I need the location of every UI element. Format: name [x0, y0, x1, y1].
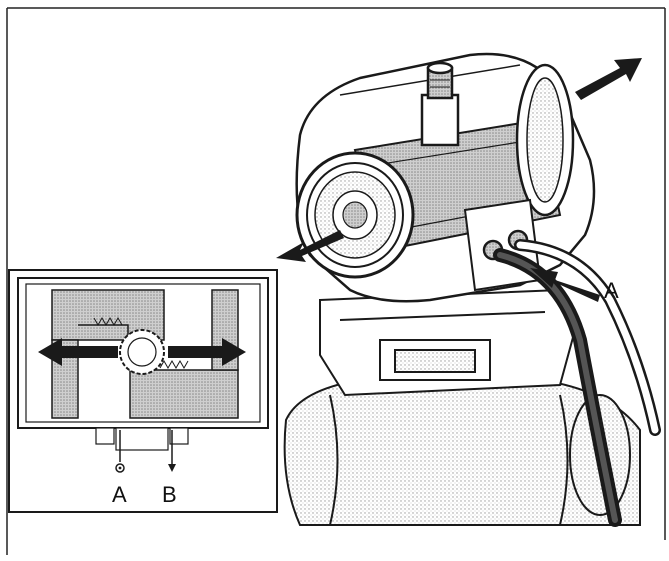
- port-a-label: A: [604, 278, 619, 303]
- cutaway-inset: [8, 269, 278, 513]
- inset-port-a-label: A: [112, 482, 127, 507]
- actuator-housing: [295, 52, 596, 303]
- arrow-icon: [276, 58, 642, 302]
- frame: [6, 7, 666, 555]
- inset-port-b-label: B: [162, 482, 177, 507]
